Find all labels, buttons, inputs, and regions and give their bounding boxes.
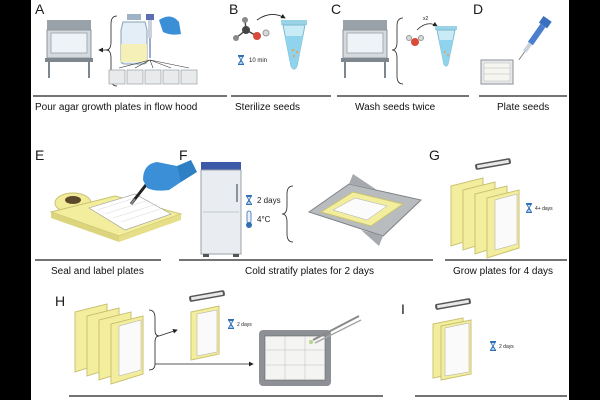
hourglass-icon bbox=[490, 341, 496, 351]
glove-hand bbox=[143, 160, 197, 191]
grow-light-icon bbox=[188, 289, 226, 303]
pipette-icon bbox=[146, 14, 181, 58]
caption-e: Seal and label plates bbox=[51, 266, 144, 277]
forceps-icon bbox=[312, 315, 362, 344]
panel-e: E Seal and label plates bbox=[35, 147, 197, 277]
caption-g: Grow plates for 4 days bbox=[453, 266, 553, 277]
empty-plates bbox=[108, 69, 198, 85]
panel-letter-b: B bbox=[229, 1, 238, 17]
molecule-icon bbox=[406, 35, 424, 46]
panel-a: A bbox=[33, 1, 227, 113]
sealed-plate bbox=[49, 193, 183, 242]
panel-letter-e: E bbox=[35, 147, 44, 163]
foil-wrapped-plate bbox=[307, 174, 423, 246]
caption-d: Plate seeds bbox=[497, 102, 549, 113]
duration-h: 2 days bbox=[237, 322, 252, 328]
panel-letter-i: I bbox=[401, 301, 405, 317]
tube-icon bbox=[435, 26, 457, 67]
panel-i: I 2 days bbox=[401, 297, 567, 397]
flow-hood-icon bbox=[341, 20, 389, 78]
hourglass-icon bbox=[228, 319, 234, 329]
hourglass-icon bbox=[238, 55, 244, 65]
panel-letter-f: F bbox=[179, 147, 188, 163]
panel-letter-c: C bbox=[331, 1, 341, 17]
repeat-c: x2 bbox=[423, 16, 429, 22]
panel-letter-d: D bbox=[473, 1, 483, 17]
grow-light-icon bbox=[474, 157, 512, 171]
single-plate-upright bbox=[432, 317, 472, 381]
vertical-plates-stack bbox=[74, 303, 144, 385]
timer-b: 10 min bbox=[249, 58, 267, 64]
single-plate-upright bbox=[190, 305, 220, 361]
temperature-f: 4°C bbox=[257, 215, 271, 224]
molecule-icon bbox=[233, 17, 270, 41]
caption-f: Cold stratify plates for 2 days bbox=[245, 266, 374, 277]
duration-f: 2 days bbox=[257, 196, 281, 205]
panel-f: F 2 days 4°C Cold stratify plates for 2 … bbox=[179, 147, 433, 277]
tube-icon bbox=[281, 20, 307, 70]
pipette-icon bbox=[518, 16, 552, 61]
hourglass-icon bbox=[526, 203, 532, 213]
duration-i: 2 days bbox=[499, 344, 514, 350]
panel-letter-h: H bbox=[55, 293, 65, 309]
panel-c: C x2 Wash seeds twice bbox=[331, 1, 469, 113]
fridge-icon bbox=[200, 162, 242, 257]
bottle-icon bbox=[120, 14, 148, 65]
panel-h: H 2 days bbox=[55, 289, 383, 397]
panel-d: D Plate seeds bbox=[473, 1, 567, 113]
thermometer-icon bbox=[246, 210, 252, 228]
imaging-plate bbox=[259, 330, 331, 386]
caption-c: Wash seeds twice bbox=[355, 102, 436, 113]
grow-light-icon bbox=[434, 297, 472, 311]
caption-b: Sterilize seeds bbox=[235, 102, 300, 113]
vertical-plates-stack bbox=[450, 177, 520, 259]
panel-letter-a: A bbox=[35, 1, 45, 17]
panel-g: G 4+ days Grow plates for 4 days bbox=[429, 147, 567, 277]
caption-a: Pour agar growth plates in flow hood bbox=[35, 102, 197, 113]
panel-letter-g: G bbox=[429, 147, 440, 163]
hourglass-icon bbox=[246, 195, 252, 205]
duration-g: 4+ days bbox=[535, 206, 553, 212]
seed-plate bbox=[480, 59, 514, 85]
flow-hood-icon bbox=[45, 20, 93, 78]
panel-b: B 10 min Sterilize seeds bbox=[229, 1, 331, 113]
protocol-diagram: A bbox=[31, 0, 569, 400]
